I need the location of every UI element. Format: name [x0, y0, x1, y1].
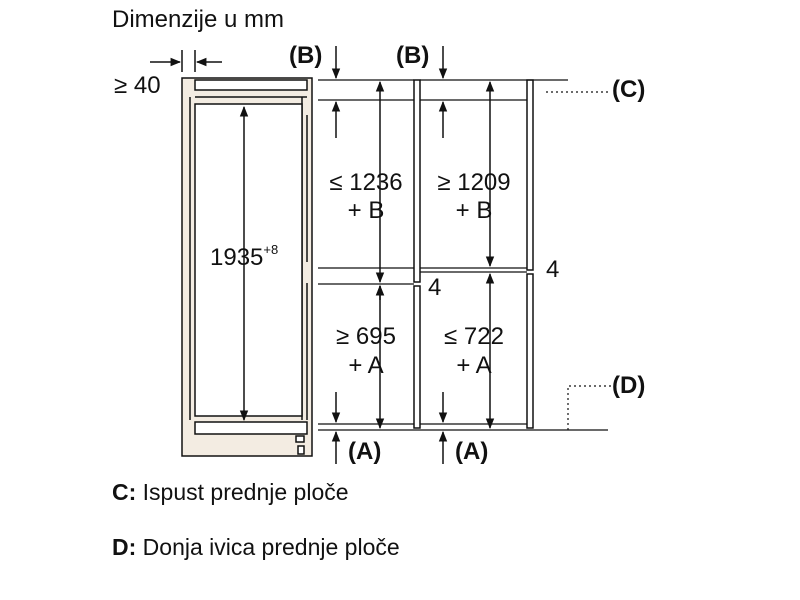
leader-lines	[546, 91, 612, 430]
marker-b-left: (B)	[289, 42, 323, 69]
leader-d	[567, 385, 612, 430]
cabinet-foot	[295, 435, 305, 443]
marker-d: (D)	[612, 372, 646, 399]
cabinet-top-panel	[194, 79, 308, 91]
upper-left-dim-line1: ≤ 1236	[329, 169, 403, 196]
height-value: 1935	[210, 244, 264, 271]
lower-right-dim-line2: + A	[456, 352, 492, 379]
marker-a-left: (A)	[348, 438, 382, 465]
upper-right-dim-line2: + B	[455, 197, 493, 224]
note-c: C: Ispust prednje ploče	[112, 481, 349, 504]
diagram-title: Dimenzije u mm	[112, 6, 285, 33]
left-panel-lower	[413, 285, 421, 429]
right-panel-lower	[526, 273, 534, 429]
note-c-key: C:	[112, 479, 137, 505]
note-d-key: D:	[112, 534, 137, 560]
note-d-text: Donja ivica prednje ploče	[142, 534, 400, 560]
reference-lines	[318, 79, 608, 431]
note-c-text: Ispust prednje ploče	[142, 479, 349, 505]
marker-c: (C)	[612, 76, 646, 103]
marker-a-right: (A)	[455, 438, 489, 465]
cabinet-foot-2	[297, 445, 305, 455]
left-panel-upper	[413, 79, 421, 283]
lower-left-dim-line1: ≥ 695	[336, 323, 396, 350]
cabinet-inner-body	[194, 103, 303, 417]
height-tolerance: +8	[263, 242, 279, 257]
right-panel-upper	[526, 79, 534, 271]
gap-left-label: 4	[428, 274, 442, 301]
lower-left-dim-line2: + A	[348, 352, 384, 379]
cabinet-plinth	[194, 421, 308, 435]
marker-b-right: (B)	[396, 42, 430, 69]
dimension-arrows	[331, 46, 495, 464]
gap-right-label: 4	[546, 256, 560, 283]
gap-dimension	[150, 50, 222, 72]
height-label: 1935+8	[210, 242, 279, 271]
lower-right-dim-line1: ≤ 722	[444, 323, 504, 350]
upper-left-dim-line2: + B	[347, 197, 385, 224]
upper-right-dim-line1: ≥ 1209	[437, 169, 511, 196]
note-d: D: Donja ivica prednje ploče	[112, 536, 400, 559]
gap-label: ≥ 40	[114, 72, 161, 99]
niche-panels	[413, 79, 534, 429]
